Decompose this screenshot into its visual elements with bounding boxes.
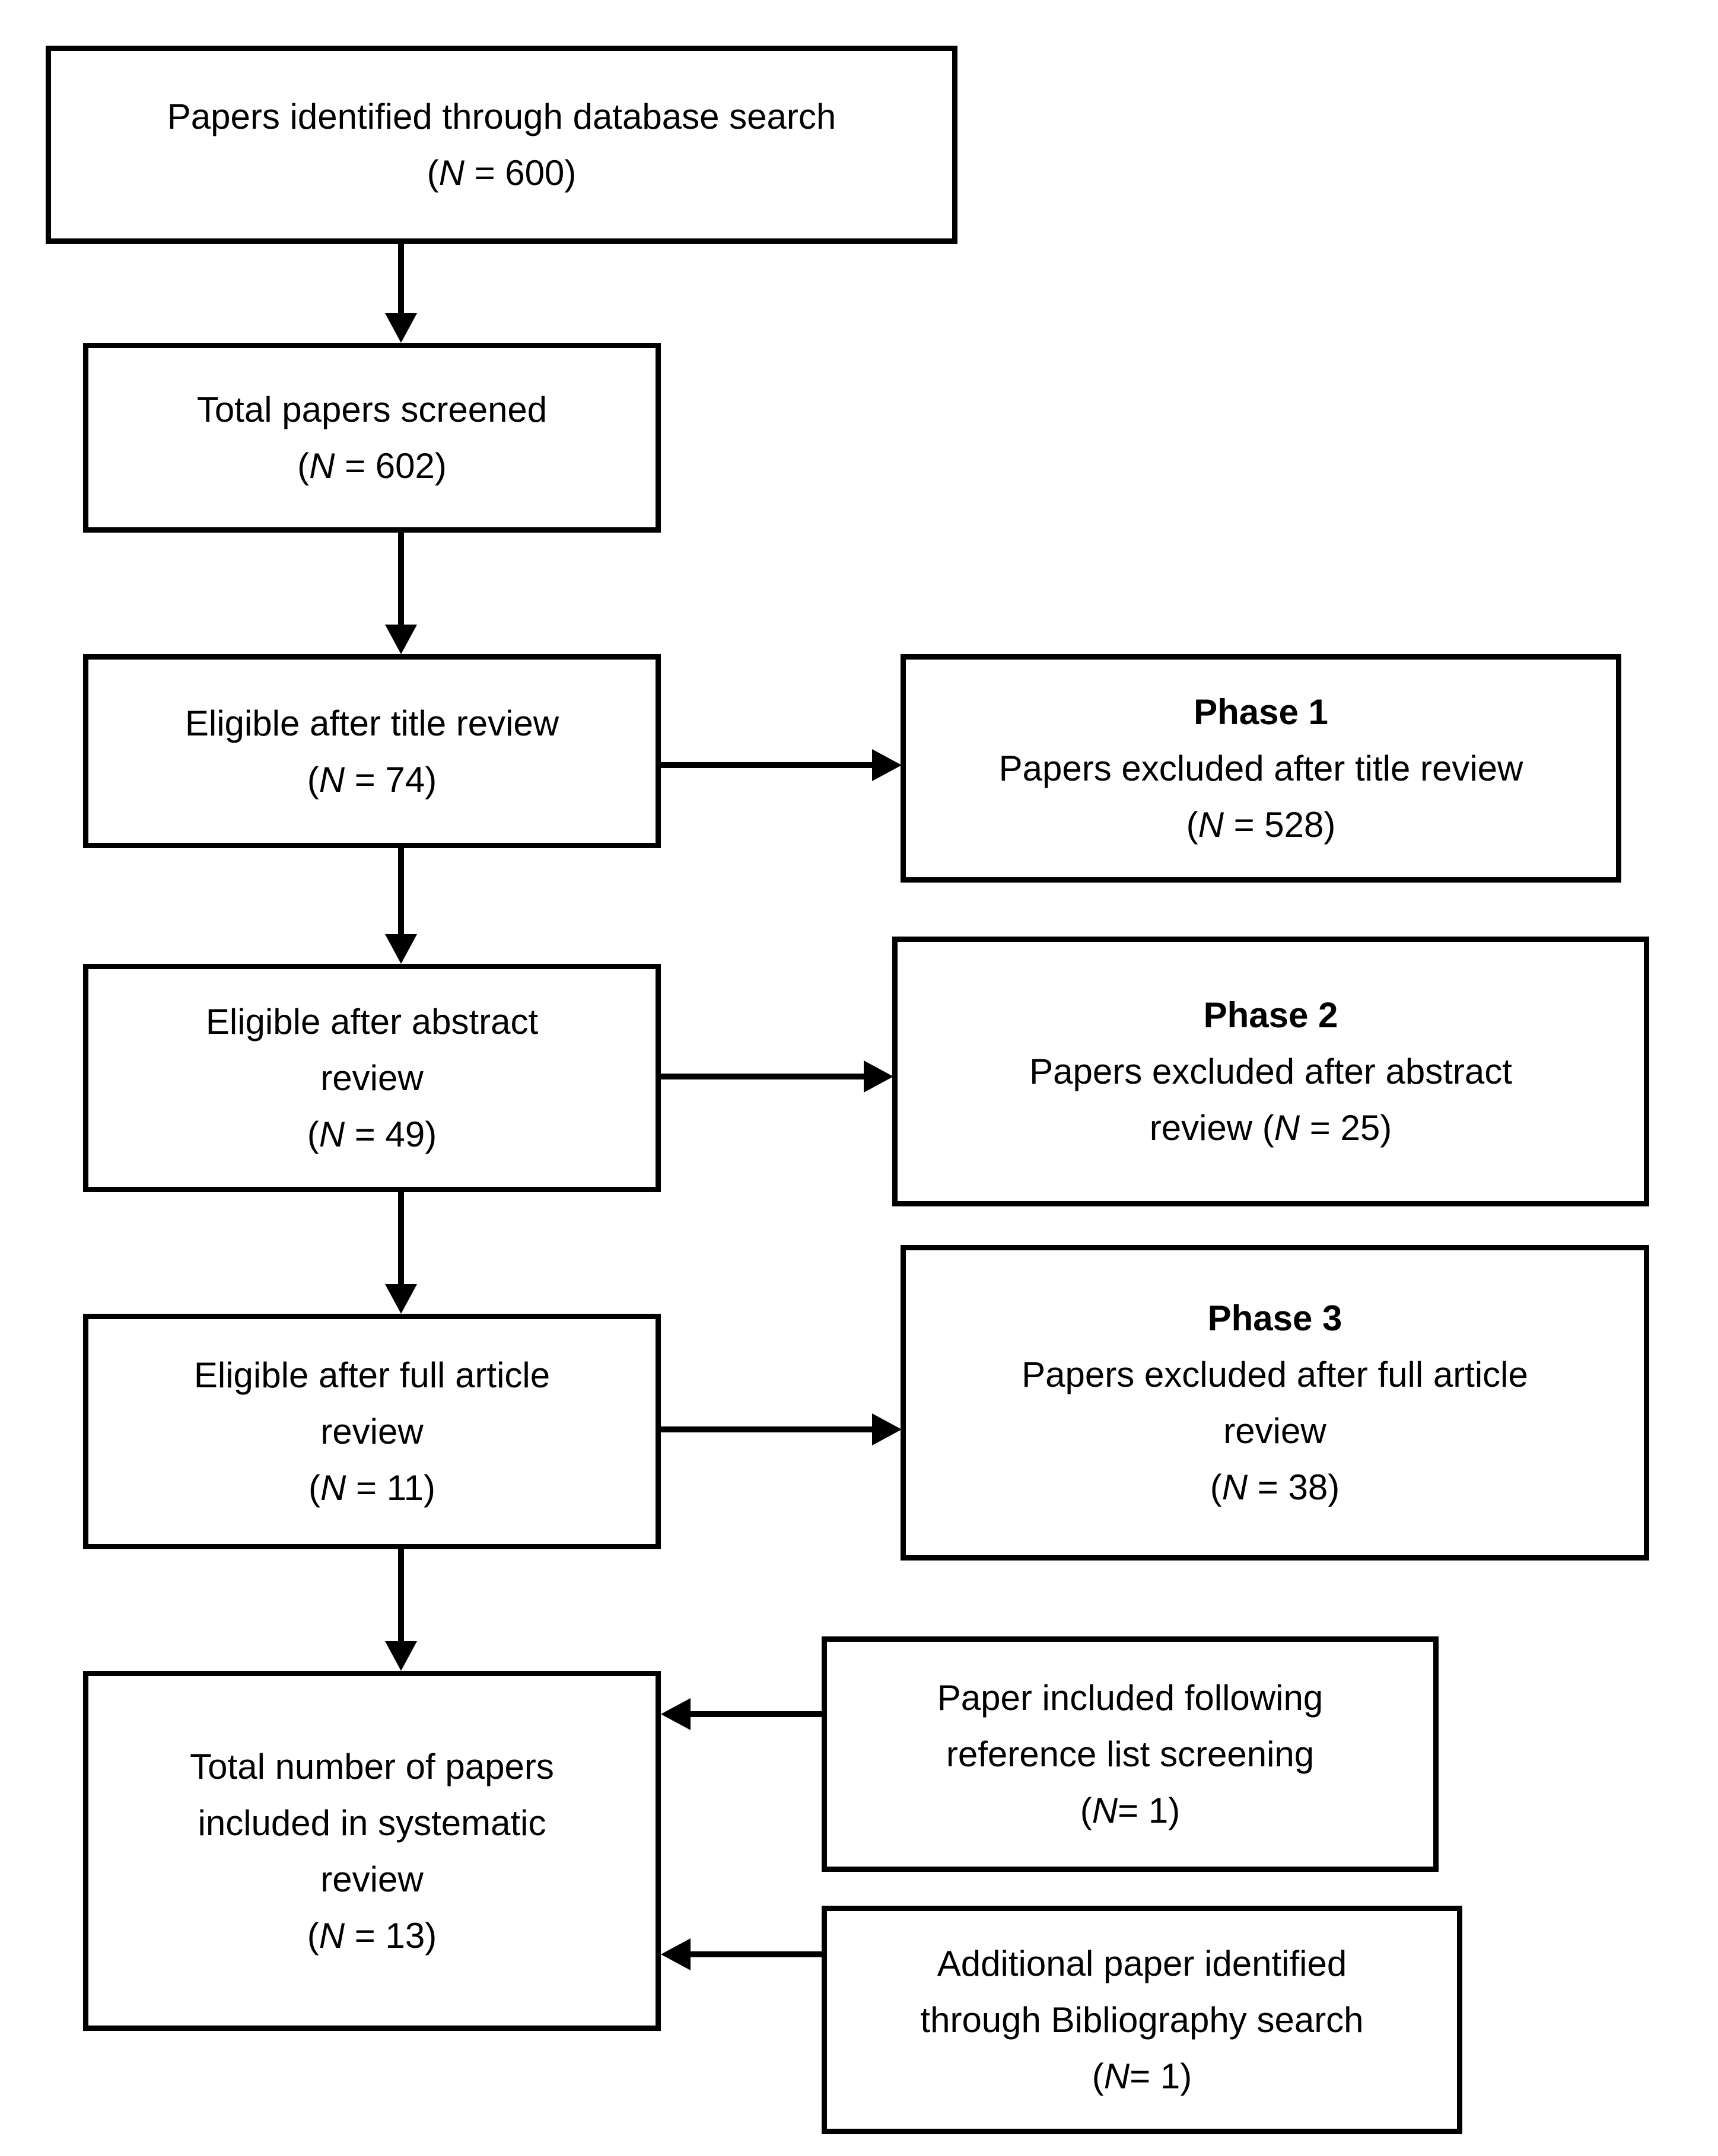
arrow-right-icon bbox=[872, 1413, 902, 1445]
arrow-down-icon bbox=[385, 934, 417, 964]
box-n-value: (N = 600) bbox=[427, 153, 577, 193]
box-text: Papers identified through database searc… bbox=[167, 97, 836, 136]
box-n-value: (N = 38) bbox=[1210, 1467, 1340, 1507]
box-n-value: (N= 1) bbox=[1092, 2056, 1192, 2096]
connector-line bbox=[661, 1074, 866, 1079]
arrow-down-icon bbox=[385, 313, 417, 343]
connector-line bbox=[398, 847, 404, 936]
connector-line bbox=[661, 1426, 874, 1432]
box-text: review bbox=[1223, 1411, 1326, 1451]
box-phase2-excluded: Phase 2 Papers excluded after abstract r… bbox=[892, 937, 1649, 1206]
connector-line bbox=[398, 1548, 404, 1643]
arrow-down-icon bbox=[385, 1641, 417, 1671]
box-text: Eligible after full article bbox=[193, 1355, 551, 1395]
box-text: Papers excluded after title review bbox=[998, 749, 1523, 788]
box-text: Additional paper identified bbox=[937, 1944, 1347, 1983]
box-text: included in systematic bbox=[198, 1802, 546, 1843]
box-n-value: (N = 11) bbox=[308, 1468, 435, 1508]
box-text: review bbox=[320, 1859, 424, 1899]
box-text: Papers excluded after full article bbox=[1022, 1355, 1528, 1394]
box-text: Total number of papers bbox=[190, 1746, 554, 1786]
box-n-value: review (N = 25) bbox=[1149, 1108, 1392, 1148]
box-text: reference list screening bbox=[946, 1734, 1315, 1774]
box-text: Papers excluded after abstract bbox=[1029, 1052, 1512, 1091]
box-phase1-excluded: Phase 1 Papers excluded after title revi… bbox=[901, 654, 1621, 883]
arrow-right-icon bbox=[872, 749, 902, 781]
arrow-left-icon bbox=[661, 1938, 691, 1970]
box-n-value: (N = 74) bbox=[307, 759, 437, 800]
box-total-included: Total number of papers included in syste… bbox=[83, 1671, 661, 2031]
connector-line bbox=[688, 1951, 822, 1957]
box-text: Eligible after abstract bbox=[205, 1002, 539, 1042]
arrow-left-icon bbox=[661, 1698, 691, 1730]
box-eligible-title-review: Eligible after title review (N = 74) bbox=[83, 654, 661, 848]
connector-line bbox=[398, 531, 404, 626]
arrow-down-icon bbox=[385, 1284, 417, 1314]
box-papers-identified: Papers identified through database searc… bbox=[46, 46, 957, 244]
box-text: review bbox=[320, 1412, 424, 1451]
box-n-value: (N = 602) bbox=[297, 446, 447, 486]
box-n-value: (N = 528) bbox=[1186, 805, 1336, 845]
box-text: review bbox=[320, 1058, 424, 1098]
phase-title: Phase 2 bbox=[1203, 995, 1338, 1035]
box-phase3-excluded: Phase 3 Papers excluded after full artic… bbox=[901, 1245, 1649, 1561]
connector-line bbox=[398, 242, 404, 316]
box-n-value: (N= 1) bbox=[1080, 1791, 1181, 1830]
arrow-down-icon bbox=[385, 625, 417, 654]
connector-line bbox=[661, 762, 874, 768]
box-reference-list-inclusion: Paper included following reference list … bbox=[822, 1636, 1439, 1872]
box-text: Total papers screened bbox=[196, 390, 548, 429]
box-text: through Bibliography search bbox=[920, 2000, 1364, 2040]
box-papers-screened: Total papers screened (N = 602) bbox=[83, 343, 661, 533]
box-text: Eligible after title review bbox=[184, 703, 559, 743]
box-bibliography-inclusion: Additional paper identified through Bibl… bbox=[822, 1906, 1462, 2134]
connector-line bbox=[688, 1711, 822, 1717]
box-text: Paper included following bbox=[937, 1678, 1324, 1718]
box-eligible-full-article-review: Eligible after full article review (N = … bbox=[83, 1314, 661, 1549]
box-n-value: (N = 49) bbox=[307, 1114, 437, 1154]
phase-title: Phase 3 bbox=[1207, 1298, 1342, 1338]
box-eligible-abstract-review: Eligible after abstract review (N = 49) bbox=[83, 964, 661, 1192]
connector-line bbox=[398, 1191, 404, 1286]
phase-title: Phase 1 bbox=[1194, 692, 1328, 732]
box-n-value: (N = 13) bbox=[307, 1915, 437, 1956]
arrow-right-icon bbox=[864, 1061, 893, 1093]
